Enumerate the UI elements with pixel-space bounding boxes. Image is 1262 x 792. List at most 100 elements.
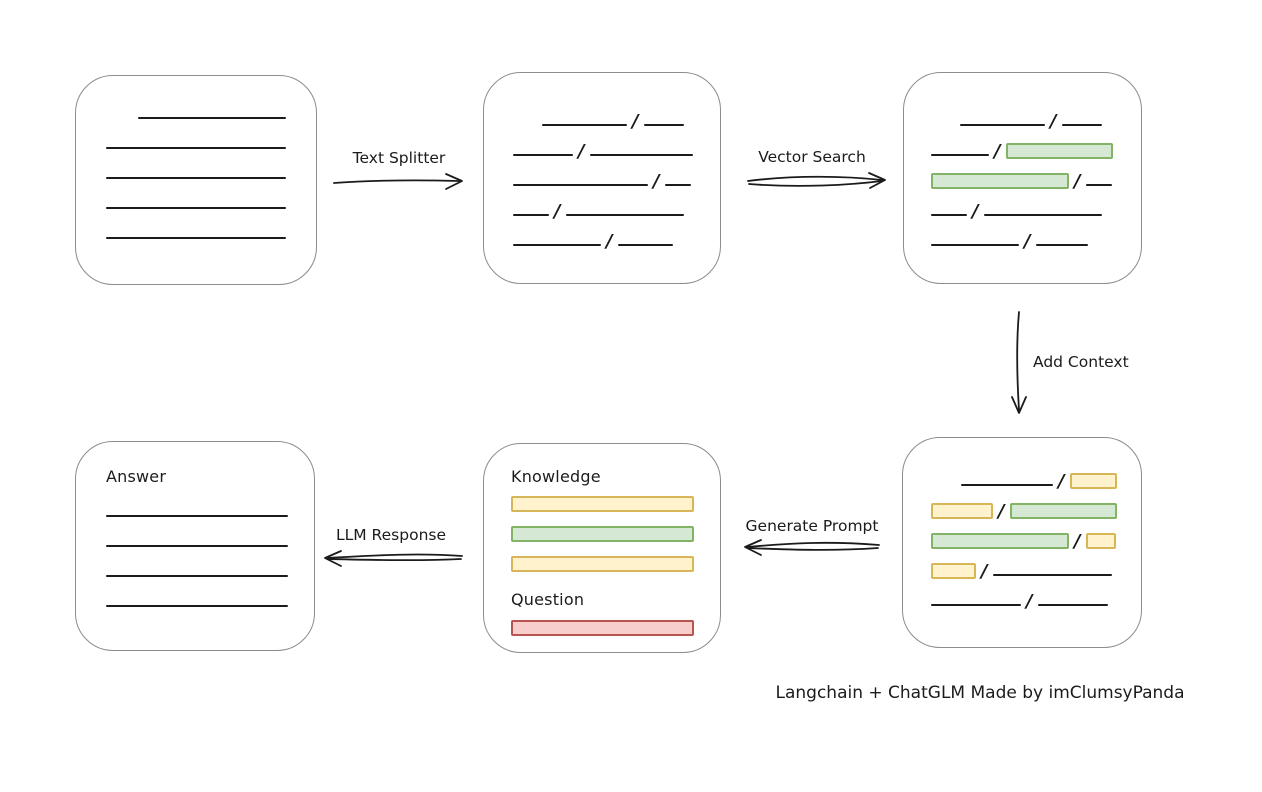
text-row bbox=[511, 556, 720, 586]
text-row bbox=[106, 489, 314, 519]
question-bar bbox=[511, 620, 720, 650]
answer-box: Answer bbox=[75, 441, 315, 651]
diagram-caption: Langchain + ChatGLM Made by imClumsyPand… bbox=[775, 683, 1185, 703]
text-row bbox=[106, 549, 314, 579]
text-line bbox=[931, 244, 1019, 246]
text-line bbox=[106, 605, 288, 607]
text-line bbox=[138, 117, 286, 119]
text-line bbox=[106, 237, 286, 239]
add-context-arrow bbox=[1011, 311, 1027, 414]
text-line bbox=[931, 154, 989, 156]
yellow-highlight bbox=[511, 496, 694, 512]
vector-search-label: Vector Search bbox=[758, 148, 866, 166]
slash-separator: / bbox=[606, 231, 613, 252]
text-line bbox=[106, 575, 288, 577]
text-row: / bbox=[931, 518, 1141, 552]
indent-spacer bbox=[931, 487, 961, 488]
slash-separator: / bbox=[972, 201, 979, 222]
text-line bbox=[617, 244, 673, 246]
question-label: Question bbox=[511, 590, 585, 609]
slash-separator: / bbox=[578, 141, 585, 162]
yellow-highlight bbox=[931, 563, 976, 579]
slash-separator: / bbox=[653, 171, 660, 192]
text-row bbox=[511, 526, 720, 556]
text-line bbox=[106, 147, 286, 149]
text-line bbox=[513, 184, 648, 186]
green-highlight bbox=[931, 173, 1069, 189]
vector-result-rows: / / / / / bbox=[931, 98, 1141, 252]
slash-separator: / bbox=[1058, 471, 1065, 492]
yellow-highlight bbox=[1085, 533, 1116, 549]
text-splitter-arrow bbox=[333, 173, 463, 190]
slash-separator: / bbox=[981, 561, 988, 582]
vector-search-result-box: / / / / / bbox=[903, 72, 1142, 284]
slash-separator: / bbox=[1024, 231, 1031, 252]
text-row: / bbox=[513, 188, 720, 222]
llm-response-label: LLM Response bbox=[335, 526, 446, 544]
source-document-box bbox=[75, 75, 317, 285]
text-line bbox=[513, 154, 573, 156]
split-text-box: ///// bbox=[483, 72, 721, 284]
text-line bbox=[961, 484, 1053, 486]
vector-search-arrow bbox=[747, 172, 886, 189]
generate-prompt-label: Generate Prompt bbox=[745, 517, 879, 535]
text-row bbox=[511, 620, 720, 650]
indent-spacer bbox=[513, 127, 542, 128]
slash-separator: / bbox=[994, 141, 1001, 162]
slash-separator: / bbox=[1026, 591, 1033, 612]
generate-prompt-arrow bbox=[744, 539, 880, 556]
text-row: / bbox=[931, 128, 1141, 162]
add-context-label: Add Context bbox=[1033, 353, 1129, 371]
text-line bbox=[106, 177, 286, 179]
yellow-highlight bbox=[511, 556, 694, 572]
text-line bbox=[960, 124, 1045, 126]
text-line bbox=[1035, 244, 1088, 246]
context-result-box: / / / / / bbox=[902, 437, 1142, 648]
text-row: / bbox=[931, 98, 1141, 132]
llm-response-arrow bbox=[324, 550, 463, 567]
text-line bbox=[565, 214, 684, 216]
indent-spacer bbox=[931, 127, 960, 128]
text-row bbox=[106, 579, 314, 609]
slash-separator: / bbox=[1050, 111, 1057, 132]
text-line bbox=[589, 154, 693, 156]
green-highlight bbox=[1005, 143, 1113, 159]
text-row bbox=[106, 151, 316, 181]
text-splitter-label: Text Splitter bbox=[352, 149, 446, 167]
text-row: / bbox=[513, 158, 720, 192]
text-line bbox=[931, 604, 1021, 606]
text-row: / bbox=[931, 548, 1141, 582]
text-line bbox=[513, 214, 549, 216]
text-line bbox=[992, 574, 1112, 576]
slash-separator: / bbox=[998, 501, 1005, 522]
text-line bbox=[1037, 604, 1108, 606]
text-line bbox=[643, 124, 684, 126]
text-row bbox=[106, 181, 316, 211]
prompt-box: Knowledge Question bbox=[483, 443, 721, 653]
green-highlight bbox=[1009, 503, 1117, 519]
text-line bbox=[106, 515, 288, 517]
text-line bbox=[106, 207, 286, 209]
red-highlight bbox=[511, 620, 694, 636]
text-row: / bbox=[513, 218, 720, 252]
slash-separator: / bbox=[1074, 531, 1081, 552]
text-row: / bbox=[931, 188, 1141, 222]
document-lines bbox=[106, 91, 316, 241]
text-line bbox=[542, 124, 627, 126]
text-line bbox=[931, 214, 967, 216]
yellow-highlight bbox=[931, 503, 993, 519]
yellow-highlight bbox=[1069, 473, 1117, 489]
knowledge-label: Knowledge bbox=[511, 467, 601, 486]
text-row: / bbox=[931, 578, 1141, 612]
indent-spacer bbox=[106, 120, 138, 121]
answer-lines bbox=[106, 489, 314, 609]
text-row bbox=[511, 496, 720, 526]
slash-separator: / bbox=[554, 201, 561, 222]
text-line bbox=[664, 184, 691, 186]
text-line bbox=[513, 244, 601, 246]
text-line bbox=[1061, 124, 1102, 126]
knowledge-bars bbox=[511, 496, 720, 586]
text-row: / bbox=[931, 458, 1141, 492]
slash-separator: / bbox=[1074, 171, 1081, 192]
